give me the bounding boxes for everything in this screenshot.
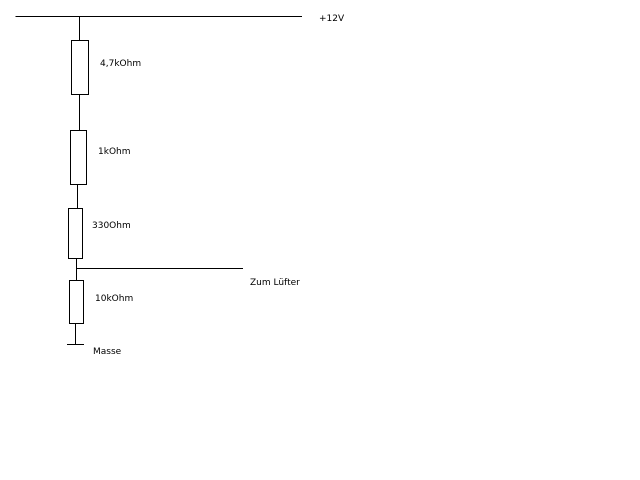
supply-label: +12V bbox=[319, 14, 345, 24]
ground-label: Masse bbox=[93, 347, 122, 357]
resistor-r2-label: 1kOhm bbox=[98, 147, 131, 157]
resistor-r1-label: 4,7kOhm bbox=[100, 59, 141, 69]
resistor-r4 bbox=[69, 280, 84, 324]
resistor-r4-label: 10kOhm bbox=[95, 294, 133, 304]
resistor-r3 bbox=[68, 208, 83, 259]
resistor-r3-label: 330Ohm bbox=[92, 221, 131, 231]
resistor-r1 bbox=[71, 40, 89, 95]
resistor-r2 bbox=[70, 130, 87, 185]
output-label: Zum Lüfter bbox=[250, 278, 300, 288]
